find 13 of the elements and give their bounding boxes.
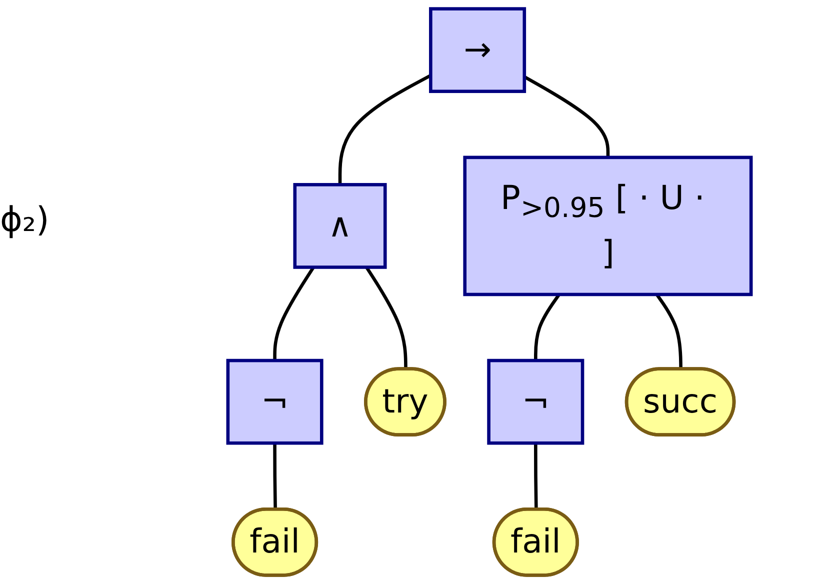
node-box: ¬ — [487, 358, 584, 445]
connector — [365, 266, 408, 370]
node-box: → — [429, 7, 526, 94]
connector — [273, 443, 277, 510]
node-box: P$_{>0.95}$ [ · U · ] — [463, 156, 753, 296]
node-box: ∧ — [293, 183, 387, 269]
connector — [655, 294, 682, 370]
node-box: ¬ — [226, 358, 324, 445]
formula-fragment: ϕ₂) — [0, 200, 50, 240]
connector — [534, 294, 561, 361]
connector — [338, 74, 432, 185]
connector — [534, 443, 538, 510]
connector — [524, 75, 610, 158]
